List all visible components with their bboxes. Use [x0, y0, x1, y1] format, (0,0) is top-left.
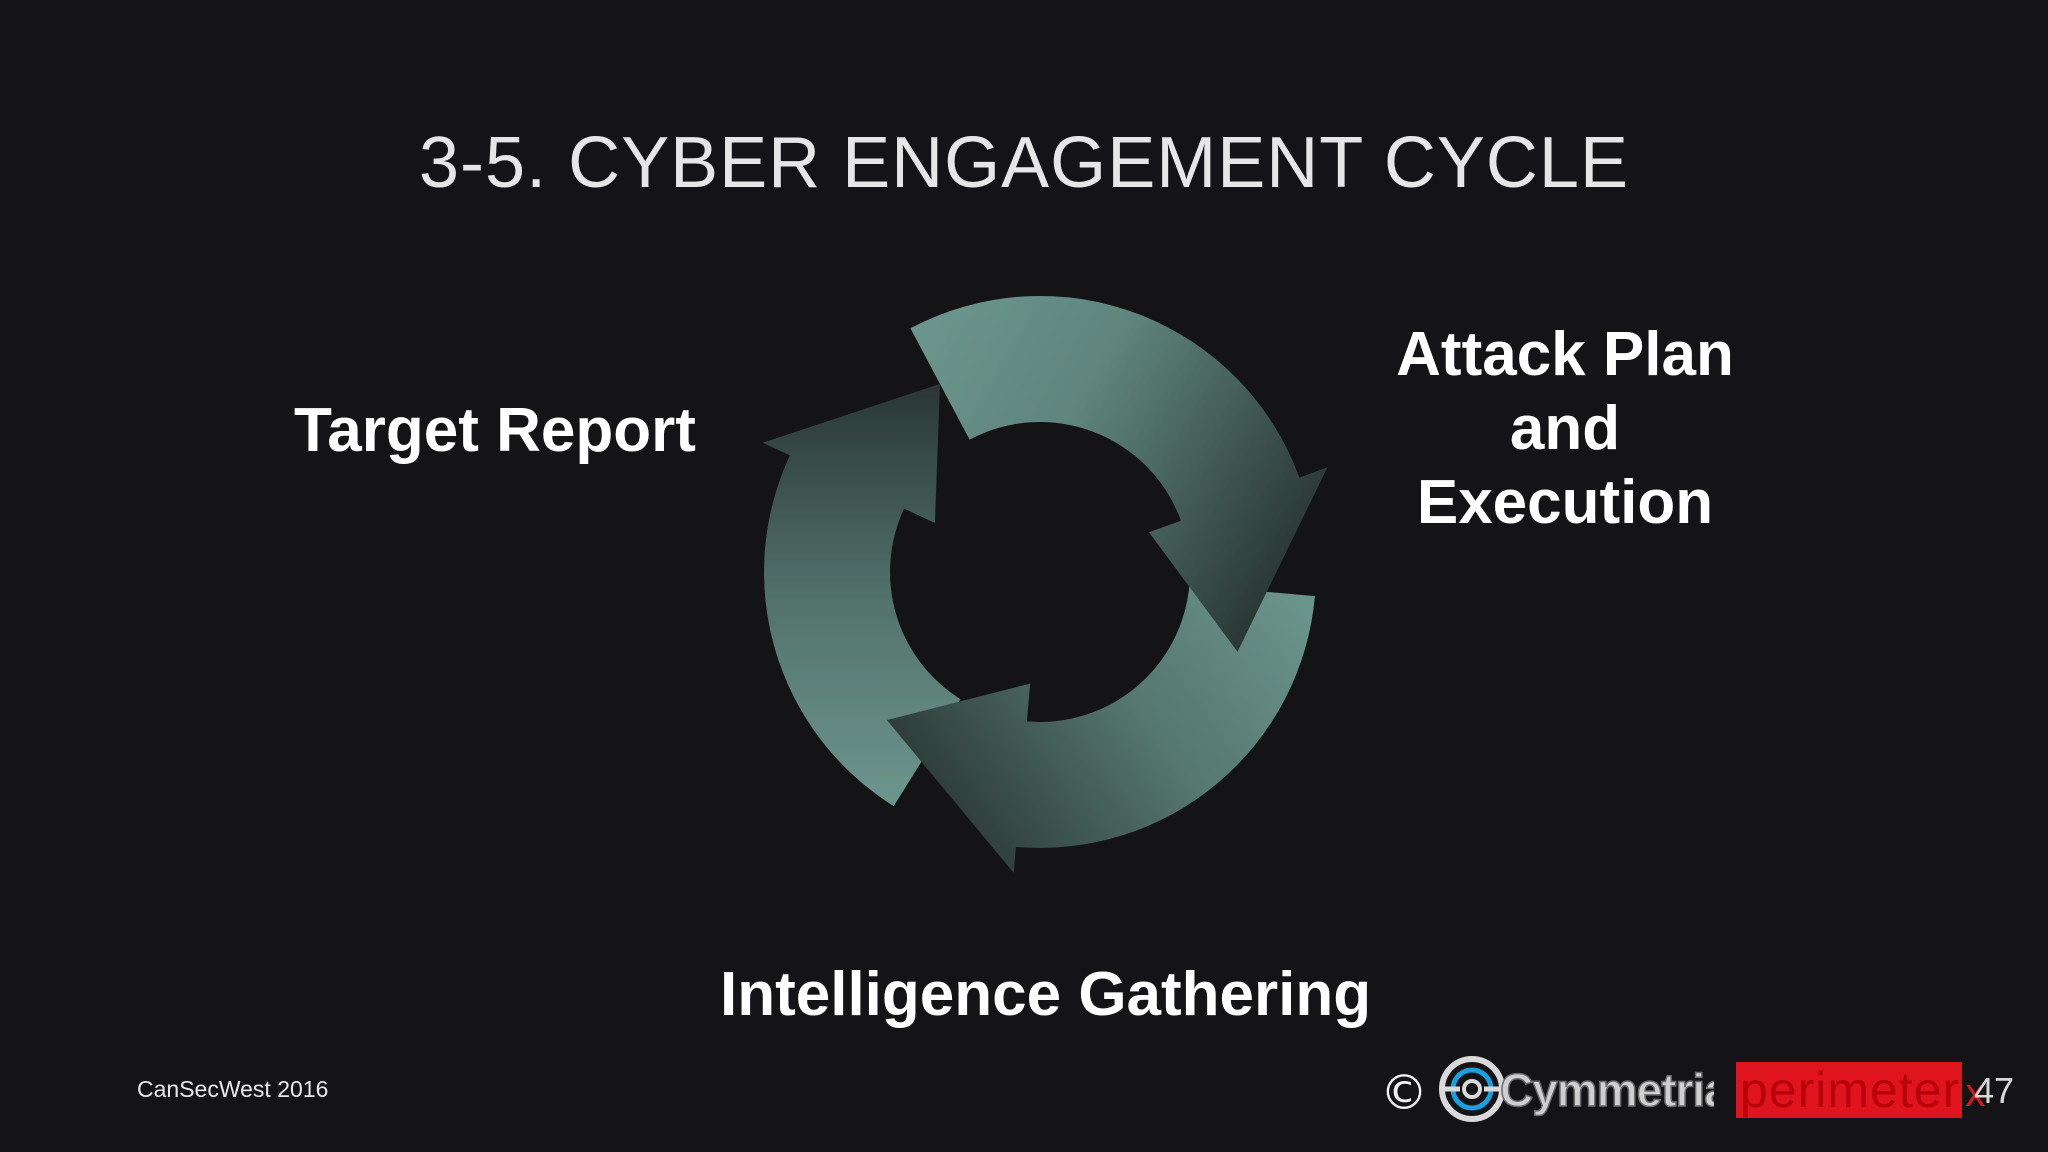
footer-event: CanSecWest 2016	[137, 1076, 329, 1102]
stage-label-line: Execution	[1416, 468, 1714, 537]
stage-label-target-report: Target Report	[294, 394, 696, 468]
cymmetria-logo: Cymmetria	[1439, 1056, 1714, 1122]
page-number: 47	[1974, 1070, 2015, 1111]
slide-title: 3-5. CYBER ENGAGEMENT CYCLE	[419, 123, 1629, 203]
cycle-arrow-right	[886, 585, 1315, 873]
stage-label-intelligence-gathering: Intelligence Gathering	[720, 958, 1371, 1032]
perimeterx-logo: perimeter x	[1736, 1062, 1985, 1118]
stage-label-line: and	[1509, 394, 1621, 463]
svg-text:Cymmetria: Cymmetria	[1500, 1064, 1714, 1116]
copyright-icon: ©	[1380, 1065, 1428, 1121]
stage-label-line: Intelligence Gathering	[720, 960, 1372, 1029]
cycle-arrow-top	[910, 295, 1328, 652]
three-arrow-cycle-icon	[762, 295, 1328, 873]
stage-label-line: Target Report	[294, 396, 696, 465]
perimeterx-wordmark: perimeter	[1736, 1062, 1963, 1118]
perimeterx-x-mark: x	[1965, 1071, 1986, 1115]
stage-label-line: Attack Plan	[1396, 320, 1734, 389]
cycle-arrow-left	[762, 383, 961, 807]
stage-label-attack-plan: Attack Plan and Execution	[1360, 318, 1770, 540]
